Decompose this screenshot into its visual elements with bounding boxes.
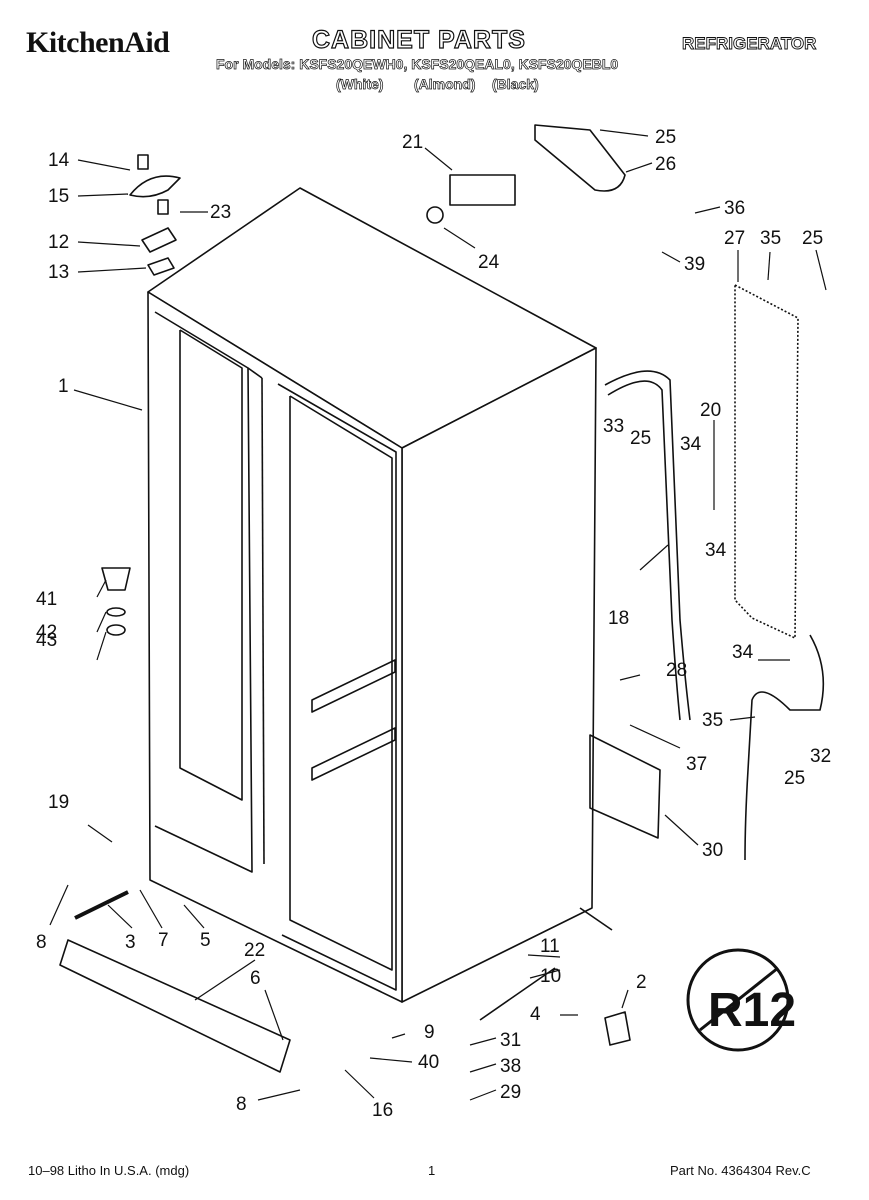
- part-26: [534, 124, 626, 192]
- category-label: REFRIGERATOR: [682, 34, 817, 54]
- variant-white: (White): [336, 76, 384, 93]
- callout-1: 1: [58, 376, 69, 397]
- part-42: [106, 607, 126, 617]
- callout-25-d: 25: [784, 768, 805, 789]
- part-43: [106, 624, 126, 636]
- callout-26: 26: [655, 154, 676, 175]
- models-line: For Models: KSFS20QEWH0, KSFS20QEAL0, KS…: [216, 56, 619, 73]
- callout-39: 39: [684, 254, 705, 275]
- r12-stamp-text: R12: [708, 984, 796, 1037]
- top-hinge-assembly: [129, 154, 181, 276]
- callout-23: 23: [210, 202, 231, 223]
- callout-34-a: 34: [680, 434, 702, 455]
- callout-34-c: 34: [732, 642, 754, 663]
- callout-21: 21: [402, 132, 423, 153]
- access-cover: [589, 734, 661, 839]
- cabinet-body: [147, 187, 613, 1003]
- callout-15: 15: [48, 186, 69, 207]
- part-21: [449, 174, 516, 206]
- callout-labels: 14 15 23 12 13 1 21 24 25 26 36 39 27 35…: [36, 127, 831, 1121]
- callout-34-b: 34: [705, 540, 727, 561]
- callout-3: 3: [125, 932, 136, 953]
- callout-25-c: 25: [630, 428, 651, 449]
- callout-18: 18: [608, 608, 629, 629]
- callout-24: 24: [478, 252, 500, 273]
- callout-25-b: 25: [802, 228, 823, 249]
- callout-40: 40: [418, 1052, 439, 1073]
- part-41-caster: [101, 567, 131, 591]
- brand-logo: KitchenAid: [26, 26, 170, 59]
- callout-16: 16: [372, 1100, 393, 1121]
- part-10-rod: [479, 967, 556, 1021]
- callout-41: 41: [36, 589, 57, 610]
- callout-19: 19: [48, 792, 69, 813]
- callout-12: 12: [48, 232, 69, 253]
- variant-almond: (Almond): [414, 76, 476, 93]
- callout-43: 43: [36, 630, 57, 651]
- callout-8-b: 8: [236, 1094, 247, 1115]
- callout-29: 29: [500, 1082, 521, 1103]
- r12-slash: [699, 966, 779, 1032]
- callout-13: 13: [48, 262, 69, 283]
- footer-print-info: 10–98 Litho In U.S.A. (mdg): [28, 1163, 190, 1178]
- variant-black: (Black): [492, 76, 539, 93]
- callout-28: 28: [666, 660, 687, 681]
- leveling-screw: [74, 890, 129, 920]
- callout-38: 38: [500, 1056, 521, 1077]
- callout-32: 32: [810, 746, 831, 767]
- callout-31: 31: [500, 1030, 521, 1051]
- callout-2: 2: [636, 972, 647, 993]
- callout-9: 9: [424, 1022, 435, 1043]
- callout-27: 27: [724, 228, 745, 249]
- callout-14: 14: [48, 150, 70, 171]
- power-cord: [744, 634, 825, 861]
- footer-page-number: 1: [428, 1163, 436, 1178]
- callout-42: 42: [36, 622, 57, 643]
- page-title: CABINET PARTS: [311, 25, 526, 54]
- wire-harness: [604, 370, 691, 721]
- callout-35-b: 35: [702, 710, 723, 731]
- leader-lines: [49, 129, 827, 1101]
- callout-4: 4: [530, 1004, 541, 1025]
- part-24: [426, 206, 444, 224]
- callout-10: 10: [540, 966, 561, 987]
- callout-35-a: 35: [760, 228, 781, 249]
- callout-25-a: 25: [655, 127, 676, 148]
- callout-20: 20: [700, 400, 721, 421]
- callout-37: 37: [686, 754, 707, 775]
- footer-part-number: Part No. 4364304 Rev.C: [670, 1163, 811, 1178]
- callout-6: 6: [250, 968, 261, 989]
- callout-22: 22: [244, 940, 265, 961]
- callout-33: 33: [603, 416, 624, 437]
- callout-7: 7: [158, 930, 169, 951]
- callout-5: 5: [200, 930, 211, 951]
- grille: [59, 939, 291, 1073]
- part-27-panel: [734, 284, 799, 639]
- callout-30: 30: [702, 840, 723, 861]
- part-2-roller: [604, 1011, 631, 1046]
- r12-stamp: [686, 948, 790, 1052]
- callout-11: 11: [540, 936, 560, 957]
- wire-harness-2: [607, 380, 681, 721]
- callout-8-a: 8: [36, 932, 47, 953]
- callout-36: 36: [724, 198, 745, 219]
